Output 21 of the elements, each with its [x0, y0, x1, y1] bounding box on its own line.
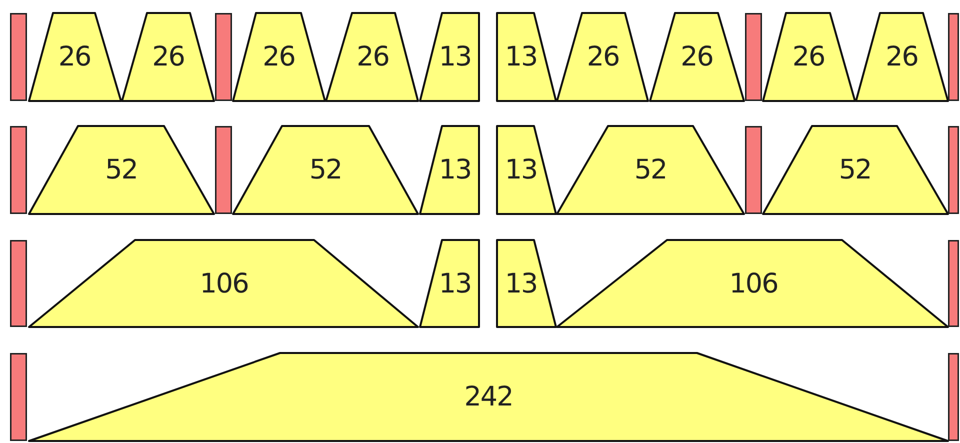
segment-length: 13 — [504, 268, 538, 299]
segment-length: 52 — [838, 154, 872, 186]
segment-length: 26 — [262, 42, 295, 72]
segment-length: 52 — [309, 154, 342, 186]
segment-length: 13 — [438, 42, 472, 72]
segment-length: 13 — [438, 268, 472, 299]
segment-length: 106 — [200, 268, 248, 299]
segment-length: 13 — [504, 42, 538, 72]
segment-length: 26 — [886, 42, 918, 72]
segment-length: 26 — [356, 42, 389, 72]
segment-length: 106 — [729, 268, 778, 299]
segment-length: 26 — [152, 42, 184, 72]
segment-length: 26 — [680, 42, 713, 72]
segment-length: 26 — [586, 42, 620, 72]
segment-length: 13 — [504, 154, 538, 186]
segment-length: 26 — [792, 42, 825, 72]
segment-length: 52 — [634, 154, 667, 186]
segment-length: 242 — [464, 382, 513, 412]
segment-length: 26 — [58, 42, 91, 72]
segment-length: 52 — [105, 154, 138, 186]
segment-length: 13 — [438, 154, 472, 186]
